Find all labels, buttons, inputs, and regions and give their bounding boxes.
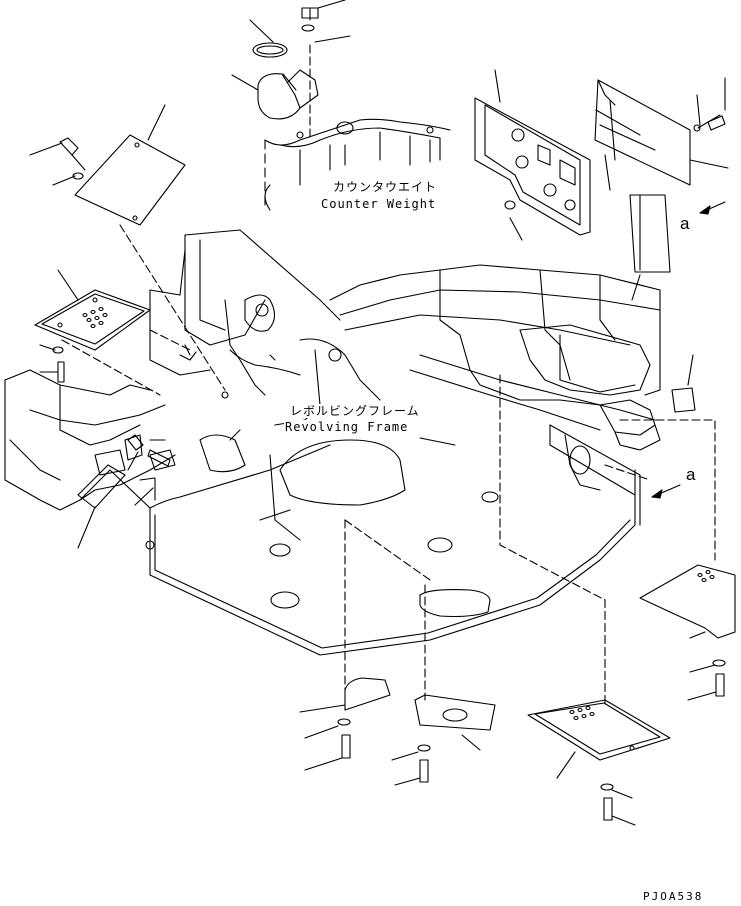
right-bracket-cover xyxy=(639,564,736,697)
counterweight xyxy=(264,118,451,211)
revolving-frame-label-en: Revolving Frame xyxy=(284,420,410,434)
revolving-frame-label-ja: レボルビングフレーム xyxy=(289,404,421,418)
view-arrows xyxy=(651,201,726,499)
revolving-frame-outline xyxy=(4,229,661,656)
leader-lines xyxy=(29,0,729,826)
small-pad xyxy=(671,387,696,413)
bottom-cover-2 xyxy=(414,694,496,783)
left-side-cover xyxy=(77,434,171,509)
bottom-cover-1 xyxy=(337,677,391,759)
left-perforated-cover xyxy=(34,289,151,383)
bottom-perforated-cover xyxy=(527,699,671,821)
assembly-lines xyxy=(61,44,716,706)
rear-plate xyxy=(474,97,591,236)
rear-cover xyxy=(594,79,726,186)
lifting-band xyxy=(252,7,319,120)
counterweight-label-en: Counter Weight xyxy=(320,197,438,211)
counterweight-label-ja: カウンタウエイト xyxy=(332,180,439,194)
top-left-cover xyxy=(59,134,186,226)
drawing-code: PJOA538 xyxy=(643,890,704,903)
view-marker-a-lower: a xyxy=(686,465,696,484)
rubber-block xyxy=(629,194,671,273)
view-marker-a-upper: a xyxy=(680,214,690,233)
